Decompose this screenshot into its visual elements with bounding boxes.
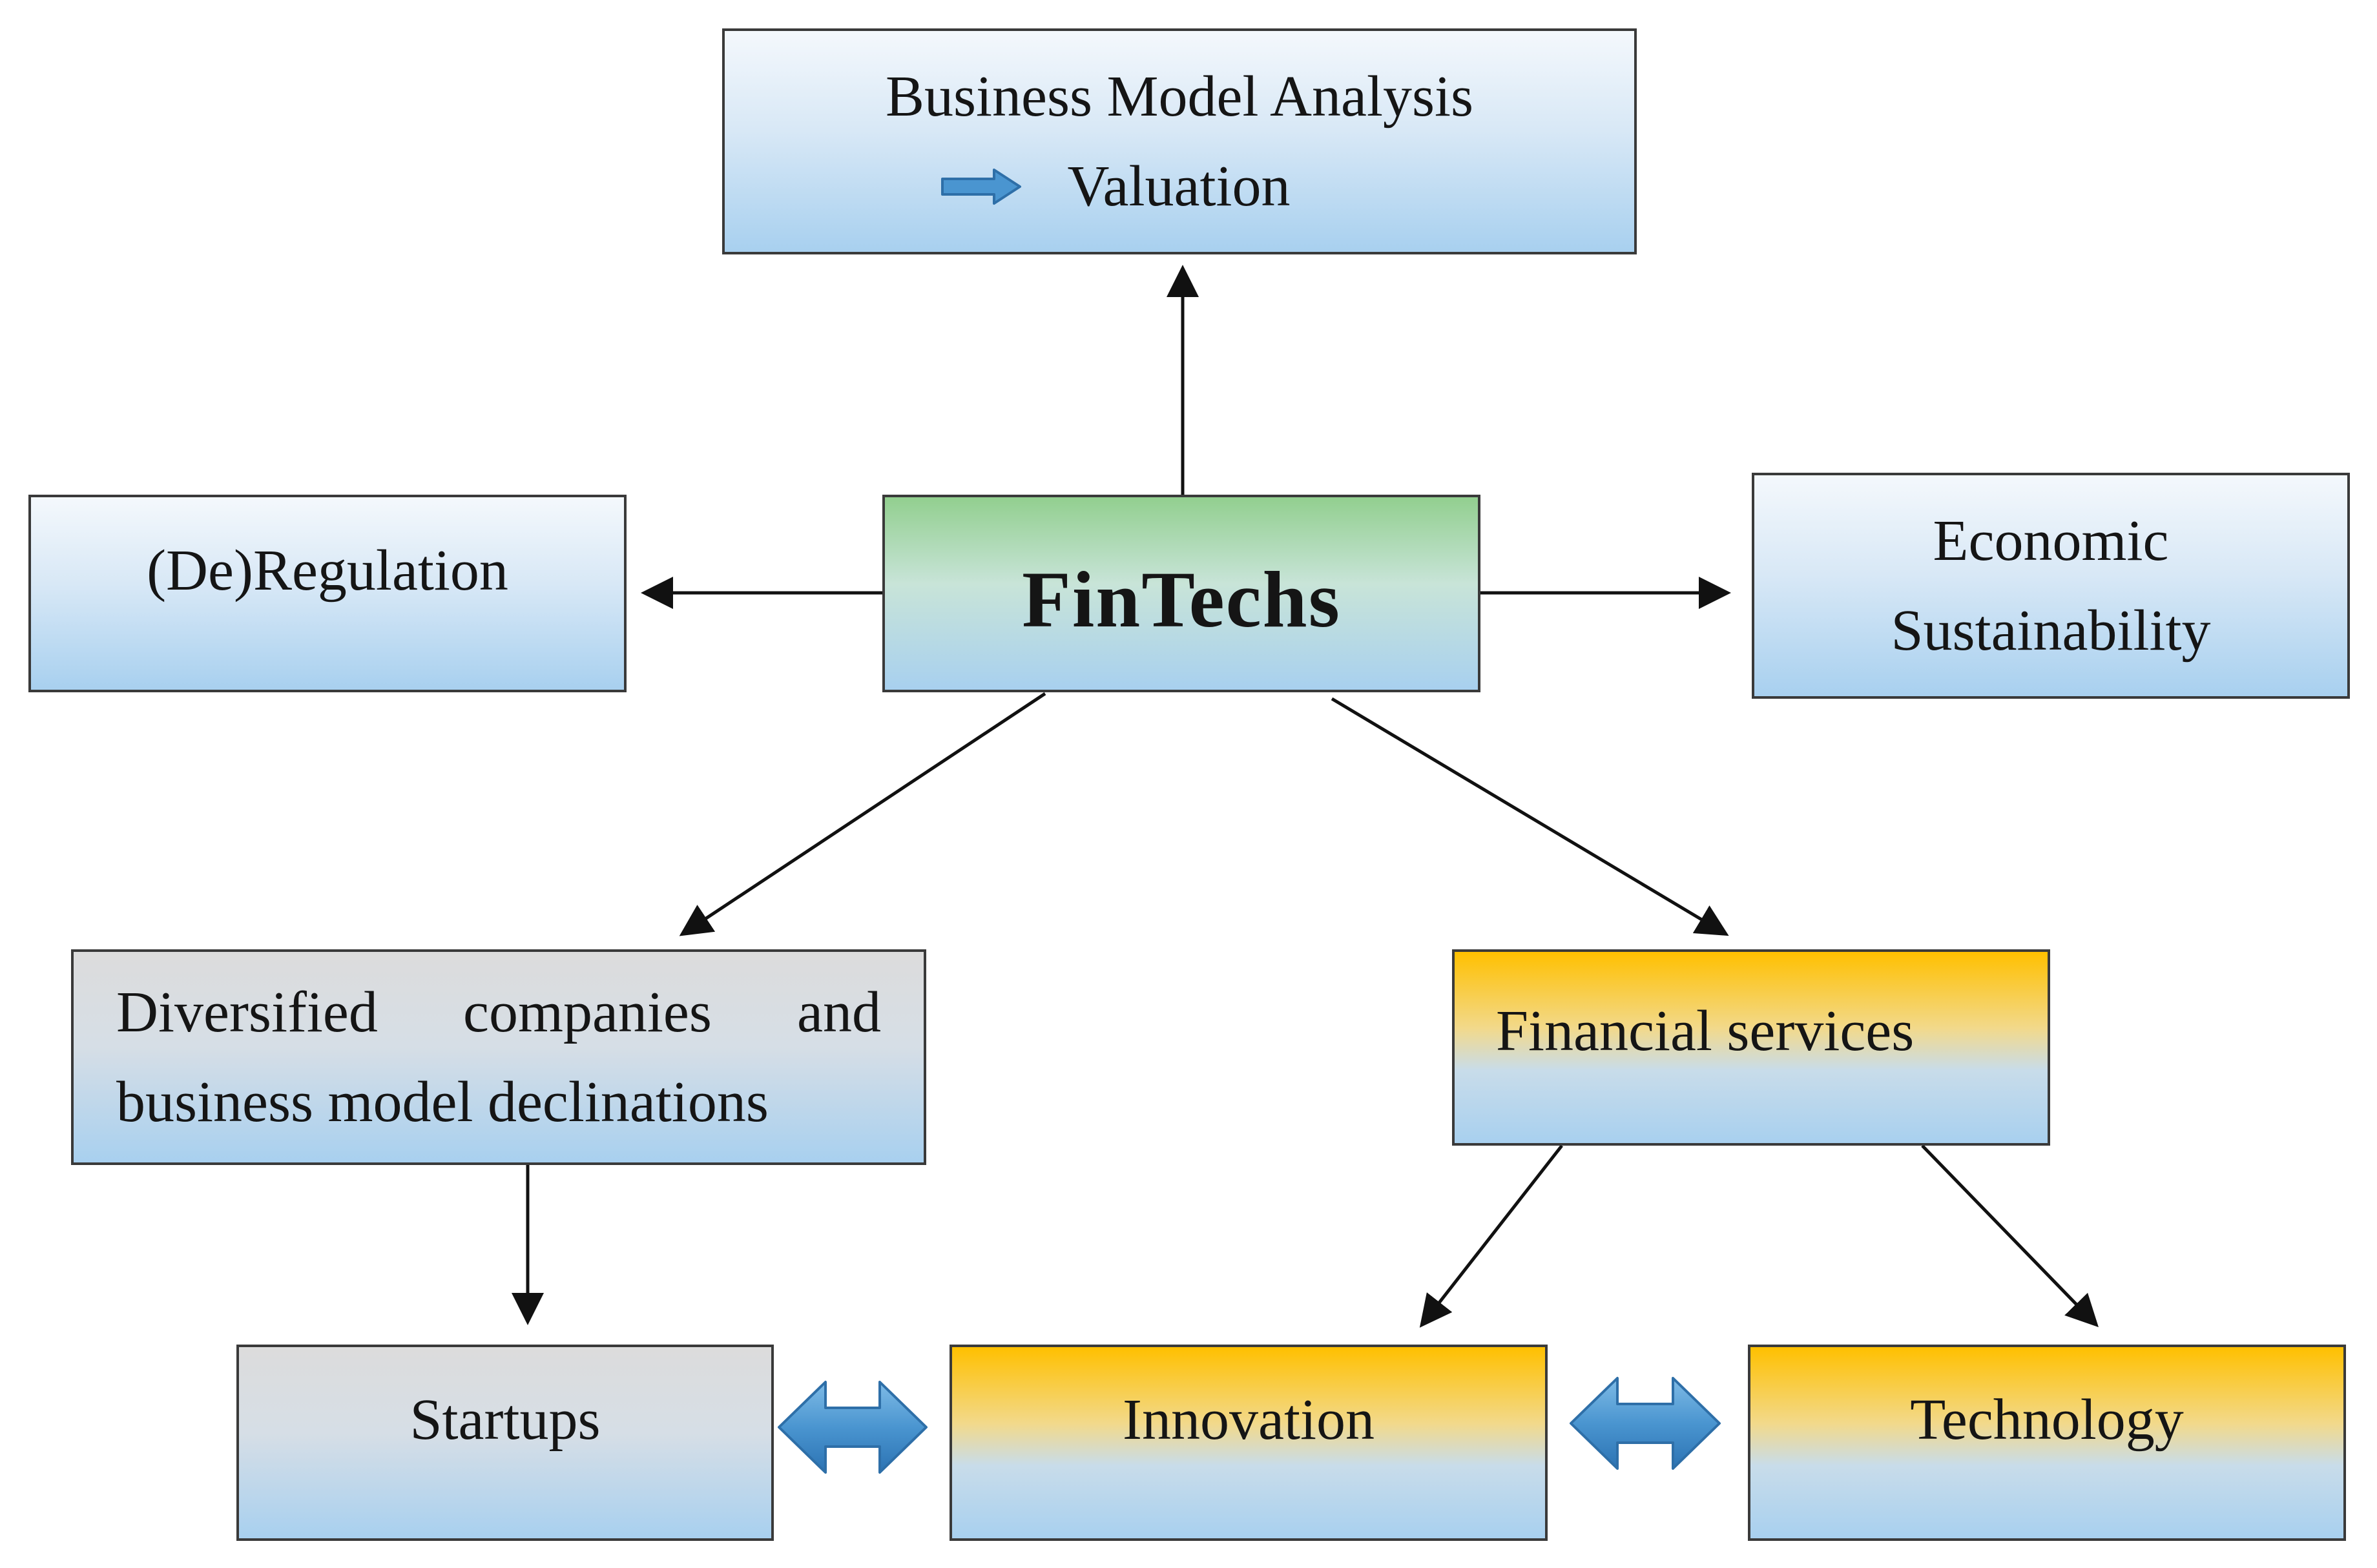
diversified-word-2: companies — [463, 980, 712, 1044]
fintechs-label: FinTechs — [1022, 555, 1341, 644]
economic-label: Economic — [1933, 508, 2169, 573]
diversified-line-2: business model declinations — [116, 1057, 881, 1148]
connector-financial-to-innovation — [1419, 1144, 1563, 1328]
diversified-line-2-text: business model declinations — [116, 1070, 769, 1134]
business-model-title: Business Model Analysis — [885, 64, 1474, 129]
innovation-box: Innovation — [950, 1345, 1548, 1541]
economic-sustainability-box: Economic Sustainability — [1752, 473, 2350, 699]
double-arrow-innovation-technology-icon — [1570, 1377, 1721, 1470]
valuation-label: Valuation — [1067, 154, 1291, 218]
diversified-word-1: Diversified — [116, 980, 378, 1044]
technology-box: Technology — [1748, 1345, 2346, 1541]
regulation-box: (De)Regulation — [28, 495, 627, 692]
technology-label: Technology — [1910, 1388, 2184, 1452]
business-model-box: Business Model Analysis Valuation — [722, 28, 1637, 254]
right-arrow-icon — [940, 168, 1021, 205]
regulation-label: (De)Regulation — [147, 539, 508, 603]
valuation-row: Valuation — [940, 141, 1291, 232]
diversified-companies-box: Diversified companies and business model… — [71, 949, 926, 1165]
startups-box: Startups — [236, 1345, 774, 1541]
diversified-word-3: and — [797, 980, 881, 1044]
double-arrow-startups-innovation-icon — [778, 1381, 928, 1474]
connector-fintechs-to-diversified — [679, 692, 1046, 936]
financial-services-box: Financial services — [1452, 949, 2050, 1146]
sustainability-label: Sustainability — [1891, 599, 2211, 663]
startups-label: Startups — [410, 1388, 601, 1452]
financial-services-label: Financial services — [1496, 999, 1915, 1064]
innovation-label: Innovation — [1123, 1388, 1375, 1452]
connector-financial-to-technology — [1921, 1144, 2099, 1328]
connector-fintechs-to-financial-services — [1331, 697, 1729, 936]
fintechs-box: FinTechs — [882, 495, 1480, 692]
diversified-line-1: Diversified companies and — [116, 967, 881, 1058]
